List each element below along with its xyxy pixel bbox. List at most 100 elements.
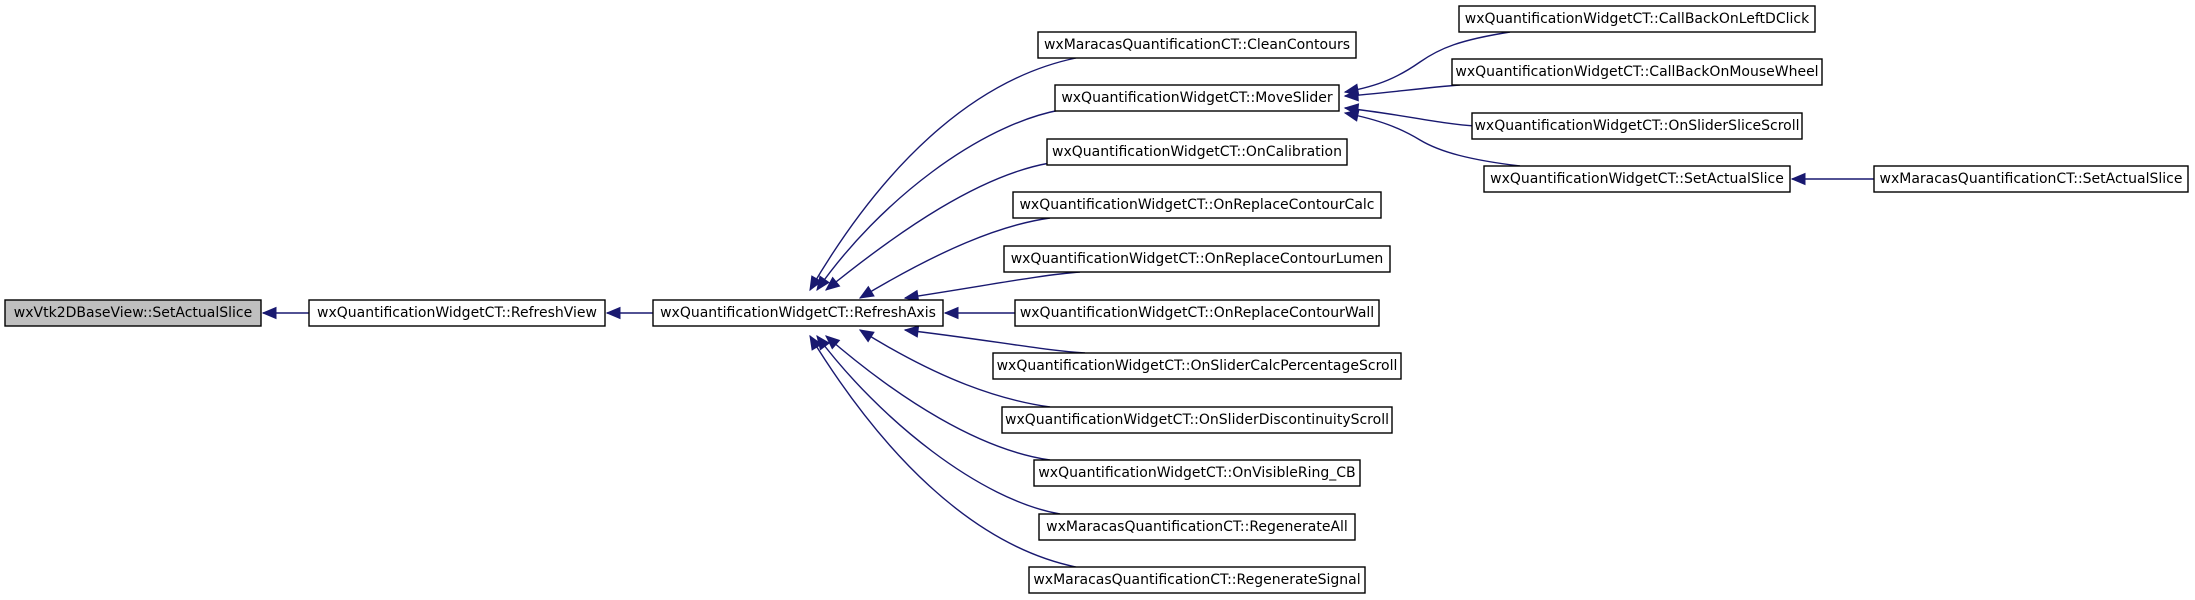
edge-line bbox=[816, 109, 1061, 291]
edge-line bbox=[1344, 84, 1461, 97]
edge-line bbox=[809, 57, 1077, 291]
edge-onReplaceContourWall-to-refreshAxis bbox=[943, 306, 1015, 320]
node-box bbox=[1001, 406, 1393, 434]
node-onReplaceContourWall[interactable]: wxQuantificationWidgetCT::OnReplaceConto… bbox=[1014, 299, 1380, 327]
node-box bbox=[1028, 566, 1366, 594]
node-label: wxQuantificationWidgetCT::RefreshAxis bbox=[660, 305, 936, 321]
edge-onSliderDiscontinuityScroll-to-refreshAxis bbox=[858, 329, 1051, 408]
node-box bbox=[1033, 459, 1361, 487]
edge-line bbox=[816, 335, 1061, 515]
node-label: wxVtk2DBaseView::SetActualSlice bbox=[14, 305, 252, 321]
edge-qwSetActualSlice-to-moveSlider bbox=[1343, 109, 1521, 167]
node-label: wxQuantificationWidgetCT::OnSliderCalcPe… bbox=[997, 358, 1398, 374]
node-qwSetActualSlice[interactable]: wxQuantificationWidgetCT::SetActualSlice bbox=[1483, 165, 1791, 193]
node-regenerateAll[interactable]: wxMaracasQuantificationCT::RegenerateAll bbox=[1038, 513, 1356, 541]
node-box bbox=[652, 299, 944, 327]
node-box bbox=[1012, 191, 1382, 219]
node-onReplaceContourLumen[interactable]: wxQuantificationWidgetCT::OnReplaceConto… bbox=[1003, 245, 1391, 273]
node-onReplaceContourCalc[interactable]: wxQuantificationWidgetCT::OnReplaceConto… bbox=[1012, 191, 1382, 219]
node-box bbox=[992, 352, 1402, 380]
graph-edges bbox=[261, 31, 1874, 568]
node-label: wxQuantificationWidgetCT::OnReplaceConto… bbox=[1019, 197, 1374, 213]
arrowhead bbox=[809, 334, 823, 351]
node-label: wxQuantificationWidgetCT::OnReplaceConto… bbox=[1011, 251, 1384, 267]
edge-line bbox=[1344, 31, 1511, 93]
edge-onVisibleRingCB-to-refreshAxis bbox=[825, 335, 1051, 461]
node-root: wxVtk2DBaseView::SetActualSlice bbox=[4, 299, 262, 327]
edge-callBackOnMouseWheel-to-moveSlider bbox=[1343, 84, 1461, 102]
edge-onCalibration-to-refreshAxis bbox=[825, 162, 1051, 291]
node-box bbox=[1458, 5, 1816, 33]
edge-line bbox=[904, 271, 1081, 299]
node-onSliderSliceScroll[interactable]: wxQuantificationWidgetCT::OnSliderSliceS… bbox=[1471, 112, 1803, 140]
node-label: wxQuantificationWidgetCT::CallBackOnMous… bbox=[1455, 64, 1818, 80]
node-refreshView[interactable]: wxQuantificationWidgetCT::RefreshView bbox=[308, 299, 606, 327]
node-moveSlider[interactable]: wxQuantificationWidgetCT::MoveSlider bbox=[1054, 84, 1340, 112]
node-box bbox=[308, 299, 606, 327]
node-box bbox=[1451, 58, 1823, 86]
arrowhead bbox=[825, 276, 841, 291]
node-box bbox=[1054, 84, 1340, 112]
node-label: wxQuantificationWidgetCT::CallBackOnLeft… bbox=[1465, 11, 1810, 27]
node-box bbox=[4, 299, 262, 327]
edge-refreshView-to-root bbox=[261, 306, 309, 320]
edge-moveSlider-to-refreshAxis bbox=[816, 109, 1061, 292]
node-label: wxQuantificationWidgetCT::OnCalibration bbox=[1052, 144, 1342, 160]
arrowhead bbox=[816, 275, 830, 292]
node-onVisibleRingCB[interactable]: wxQuantificationWidgetCT::OnVisibleRing_… bbox=[1033, 459, 1361, 487]
node-box bbox=[1046, 138, 1348, 166]
arrowhead bbox=[1343, 88, 1359, 102]
node-box bbox=[1037, 31, 1357, 59]
arrowhead bbox=[1790, 172, 1806, 186]
node-label: wxQuantificationWidgetCT::MoveSlider bbox=[1061, 90, 1333, 106]
arrowhead bbox=[903, 325, 920, 338]
node-label: wxQuantificationWidgetCT::RefreshView bbox=[317, 305, 597, 321]
arrowhead bbox=[809, 275, 823, 292]
node-callBackOnMouseWheel[interactable]: wxQuantificationWidgetCT::CallBackOnMous… bbox=[1451, 58, 1823, 86]
arrowhead bbox=[858, 285, 875, 299]
edge-cleanContours-to-refreshAxis bbox=[809, 57, 1077, 292]
edge-line bbox=[825, 162, 1051, 291]
node-label: wxMaracasQuantificationCT::RegenerateSig… bbox=[1033, 572, 1360, 588]
edge-line bbox=[809, 335, 1077, 568]
edge-line bbox=[1344, 112, 1521, 167]
node-refreshAxis[interactable]: wxQuantificationWidgetCT::RefreshAxis bbox=[652, 299, 944, 327]
node-box bbox=[1873, 165, 2189, 193]
arrowhead bbox=[1343, 109, 1360, 122]
node-regenerateSignal[interactable]: wxMaracasQuantificationCT::RegenerateSig… bbox=[1028, 566, 1366, 594]
node-cleanContours[interactable]: wxMaracasQuantificationCT::CleanContours bbox=[1037, 31, 1357, 59]
node-label: wxMaracasQuantificationCT::RegenerateAll bbox=[1046, 519, 1348, 535]
node-onSliderCalcPercentageScroll[interactable]: wxQuantificationWidgetCT::OnSliderCalcPe… bbox=[992, 352, 1402, 380]
edge-line bbox=[1344, 107, 1477, 127]
arrowhead bbox=[825, 335, 841, 350]
node-onCalibration[interactable]: wxQuantificationWidgetCT::OnCalibration bbox=[1046, 138, 1348, 166]
node-box bbox=[1014, 299, 1380, 327]
node-label: wxQuantificationWidgetCT::OnSliderDiscon… bbox=[1005, 412, 1389, 428]
node-onSliderDiscontinuityScroll[interactable]: wxQuantificationWidgetCT::OnSliderDiscon… bbox=[1001, 406, 1393, 434]
arrowhead bbox=[605, 306, 621, 320]
edge-onSliderCalcPercentageScroll-to-refreshAxis bbox=[903, 325, 1086, 354]
edge-line bbox=[859, 217, 1051, 299]
node-label: wxMaracasQuantificationCT::SetActualSlic… bbox=[1880, 171, 2183, 187]
edge-refreshAxis-to-refreshView bbox=[605, 306, 653, 320]
node-callBackOnLeftDClick[interactable]: wxQuantificationWidgetCT::CallBackOnLeft… bbox=[1458, 5, 1816, 33]
arrowhead bbox=[858, 329, 875, 343]
node-label: wxQuantificationWidgetCT::OnReplaceConto… bbox=[1020, 305, 1374, 321]
arrowhead bbox=[261, 306, 277, 320]
node-label: wxQuantificationWidgetCT::SetActualSlice bbox=[1490, 171, 1784, 187]
node-label: wxQuantificationWidgetCT::OnVisibleRing_… bbox=[1038, 465, 1355, 481]
node-mqSetActualSlice[interactable]: wxMaracasQuantificationCT::SetActualSlic… bbox=[1873, 165, 2189, 193]
edge-line bbox=[859, 329, 1051, 408]
edge-mqSetActualSlice-to-qwSetActualSlice bbox=[1790, 172, 1874, 186]
node-box bbox=[1038, 513, 1356, 541]
edge-line bbox=[825, 335, 1051, 461]
node-box bbox=[1483, 165, 1791, 193]
node-label: wxQuantificationWidgetCT::OnSliderSliceS… bbox=[1474, 118, 1799, 134]
edge-line bbox=[904, 329, 1086, 354]
node-box bbox=[1471, 112, 1803, 140]
edge-regenerateSignal-to-refreshAxis bbox=[809, 334, 1077, 568]
arrowhead bbox=[943, 306, 959, 320]
edge-onReplaceContourCalc-to-refreshAxis bbox=[858, 217, 1051, 299]
